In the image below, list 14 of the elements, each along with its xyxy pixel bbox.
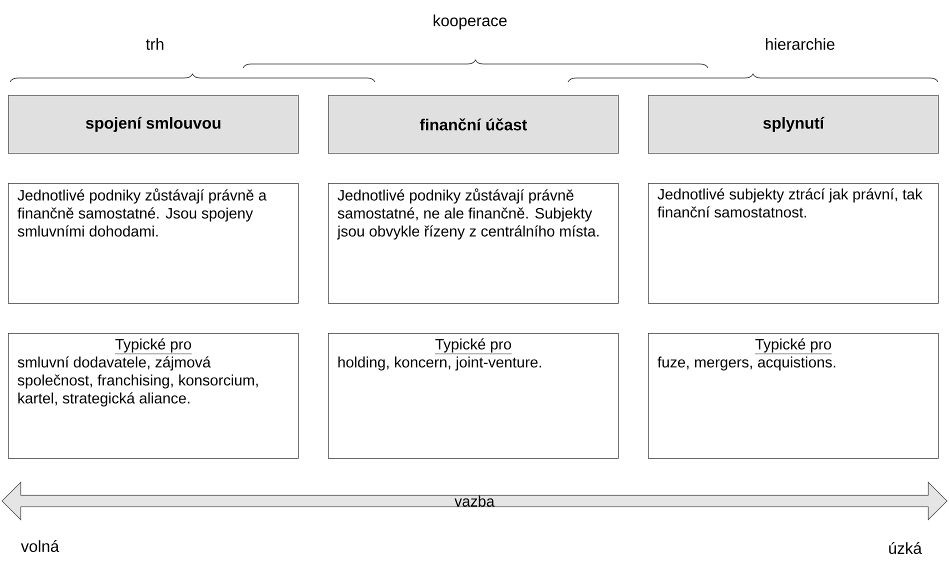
example-box: Typické pro holding, koncern, joint-venture. — [328, 333, 619, 459]
label: volná — [20, 540, 60, 552]
label: úzká — [889, 542, 922, 554]
example-box: Typické pro fuze, mergers, acquistions. — [648, 333, 939, 459]
label: kooperace — [434, 14, 507, 30]
text-box: Jednotlivé subjekty ztrácí jak právní, tak finanční samostatnost. — [648, 183, 939, 304]
label: hierarchie — [766, 38, 834, 50]
text-box: Jednotlivé podniky zůstávají právně a finančně samostatné. Jsou spojeny smluvními dohodami. — [8, 183, 299, 304]
example-box: Typické pro smluvní dodavatele, zájmová společnost, franchising, konsorcium, kartel, strategická aliance. — [8, 333, 299, 459]
header-box: splynutí — [648, 95, 939, 154]
header-box: spojení smlouvou — [8, 95, 299, 154]
text-box: Jednotlivé podniky zůstávají právně samostatné, ne ale finančně. Subjekty jsou obvykle řízeny z centrálního místa. — [328, 183, 619, 304]
label: trh — [146, 38, 164, 50]
header-box: finanční účast — [328, 95, 619, 154]
